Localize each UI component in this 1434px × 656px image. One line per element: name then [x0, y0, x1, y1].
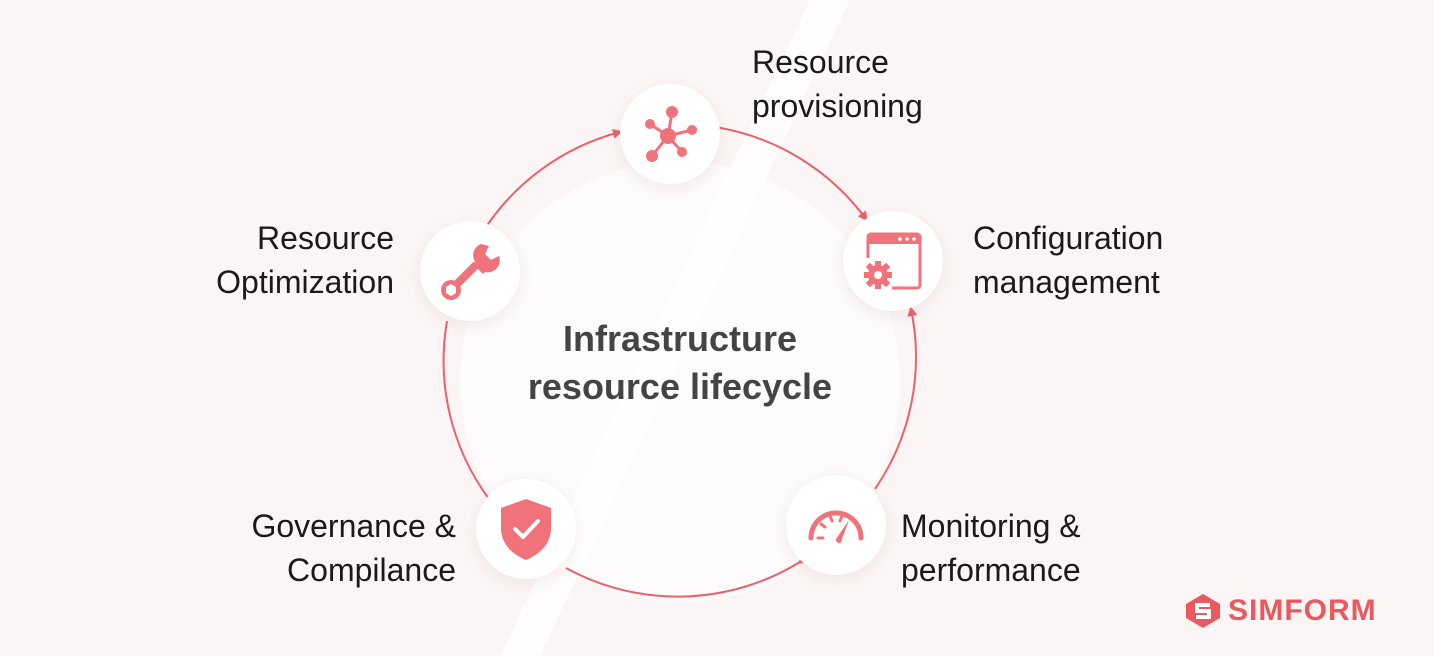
node-governance-compliance: [476, 479, 576, 579]
label-monitoring-performance: Monitoring & performance: [901, 504, 1081, 592]
label-governance-compliance-line-1: Governance &: [251, 508, 456, 544]
speedometer-icon: [808, 510, 864, 543]
label-monitoring-performance-line-2: performance: [901, 552, 1081, 588]
center-title-line-2: resource lifecycle: [527, 366, 833, 407]
label-resource-provisioning: Resource provisioning: [752, 40, 923, 128]
label-governance-compliance-line-2: Compilance: [287, 552, 456, 588]
arrow-governance-to-optimization: [442, 320, 498, 508]
center-title-line-1: Infrastructure: [562, 318, 798, 359]
network-nodes-icon: [645, 106, 697, 162]
center-title: Infrastructure resource lifecycle: [470, 315, 890, 411]
center-disc: [460, 162, 900, 602]
label-resource-optimization-line-1: Resource: [257, 220, 394, 256]
simform-logo-mark-icon: [1186, 594, 1220, 628]
label-configuration-management: Configuration management: [973, 216, 1163, 304]
node-resource-provisioning: [620, 84, 720, 184]
simform-logo-text: SIMFORM: [1228, 594, 1377, 627]
shield-check-icon: [501, 499, 551, 560]
arrow-optimization-to-provisioning: [483, 128, 623, 231]
gear-window-icon: [862, 232, 922, 292]
label-resource-optimization: Resource Optimization: [150, 216, 394, 304]
label-configuration-management-line-2: management: [973, 264, 1160, 300]
wrench-icon: [441, 244, 500, 300]
arrow-configuration-to-monitoring: [874, 306, 918, 490]
label-resource-optimization-line-2: Optimization: [216, 264, 394, 300]
label-governance-compliance: Governance & Compilance: [196, 504, 456, 592]
label-monitoring-performance-line-1: Monitoring &: [901, 508, 1081, 544]
label-resource-provisioning-line-1: Resource: [752, 44, 889, 80]
label-resource-provisioning-line-2: provisioning: [752, 88, 923, 124]
label-configuration-management-line-1: Configuration: [973, 220, 1164, 256]
simform-logo: SIMFORM: [1184, 592, 1377, 630]
node-resource-optimization: [420, 221, 520, 321]
node-configuration-management: [843, 211, 943, 311]
arrow-monitoring-to-governance: [565, 554, 809, 598]
node-monitoring-performance: [786, 475, 886, 575]
arrow-provisioning-to-configuration: [714, 126, 868, 222]
